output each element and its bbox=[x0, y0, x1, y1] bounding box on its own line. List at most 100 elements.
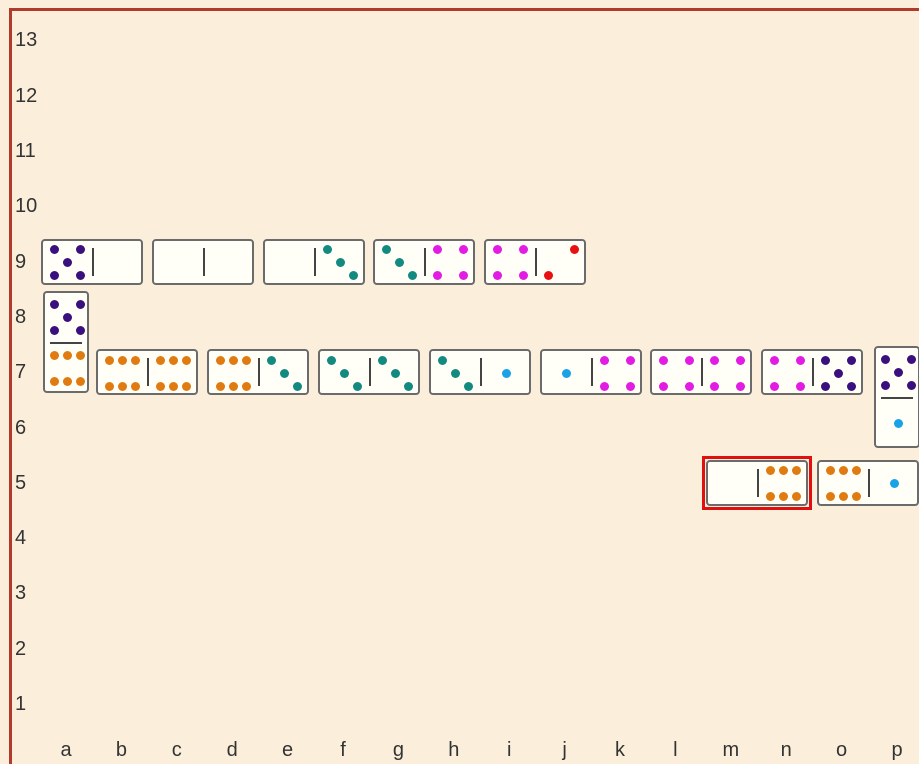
domino-l7-m7[interactable] bbox=[650, 349, 752, 395]
domino-half-3-pips bbox=[320, 351, 371, 397]
pip-dot bbox=[600, 356, 609, 365]
row-label: 5 bbox=[15, 473, 26, 493]
pip-dot bbox=[327, 356, 336, 365]
column-label: c bbox=[162, 740, 192, 760]
pip-dot bbox=[562, 369, 571, 378]
domino-half-0-pips bbox=[265, 241, 316, 287]
domino-half-6-pips bbox=[45, 344, 91, 395]
pip-dot bbox=[323, 245, 332, 254]
pip-dot bbox=[852, 466, 861, 475]
pip-dot bbox=[821, 356, 830, 365]
column-label: a bbox=[51, 740, 81, 760]
column-label: l bbox=[660, 740, 690, 760]
row-label: 11 bbox=[15, 141, 36, 161]
column-label: f bbox=[328, 740, 358, 760]
row-label: 6 bbox=[15, 418, 26, 438]
pip-dot bbox=[600, 382, 609, 391]
pip-dot bbox=[293, 382, 302, 391]
pip-dot bbox=[340, 369, 349, 378]
pip-dot bbox=[459, 271, 468, 280]
pip-dot bbox=[710, 382, 719, 391]
domino-half-3-pips bbox=[431, 351, 482, 397]
pip-dot bbox=[378, 356, 387, 365]
pip-dot bbox=[50, 271, 59, 280]
pip-dot bbox=[131, 382, 140, 391]
board-frame-top bbox=[9, 8, 919, 11]
domino-half-3-pips bbox=[371, 351, 422, 397]
column-label: k bbox=[605, 740, 635, 760]
pip-dot bbox=[685, 382, 694, 391]
domino-f7-g7[interactable] bbox=[318, 349, 420, 395]
pip-dot bbox=[242, 382, 251, 391]
domino-half-4-pips bbox=[486, 241, 537, 287]
pip-dot bbox=[626, 356, 635, 365]
pip-dot bbox=[834, 369, 843, 378]
pip-dot bbox=[894, 419, 903, 428]
pip-dot bbox=[736, 356, 745, 365]
pip-dot bbox=[839, 466, 848, 475]
domino-n7-o7[interactable] bbox=[761, 349, 863, 395]
pip-dot bbox=[63, 258, 72, 267]
pip-dot bbox=[907, 355, 916, 364]
pip-dot bbox=[169, 382, 178, 391]
pip-dot bbox=[63, 351, 72, 360]
pip-dot bbox=[336, 258, 345, 267]
pip-dot bbox=[770, 382, 779, 391]
domino-half-1-pips bbox=[876, 399, 919, 450]
pip-dot bbox=[626, 382, 635, 391]
domino-p7-p6[interactable] bbox=[874, 346, 919, 448]
pip-dot bbox=[821, 382, 830, 391]
pip-dot bbox=[770, 356, 779, 365]
domino-half-5-pips bbox=[876, 348, 919, 399]
domino-h7-i7[interactable] bbox=[429, 349, 531, 395]
pip-dot bbox=[216, 356, 225, 365]
pip-dot bbox=[570, 245, 579, 254]
pip-dot bbox=[76, 271, 85, 280]
domino-b7-c7[interactable] bbox=[96, 349, 198, 395]
pip-dot bbox=[464, 382, 473, 391]
domino-d7-e7[interactable] bbox=[207, 349, 309, 395]
column-label: n bbox=[771, 740, 801, 760]
domino-j7-k7[interactable] bbox=[540, 349, 642, 395]
domino-half-3-pips bbox=[375, 241, 426, 287]
pip-dot bbox=[796, 382, 805, 391]
domino-o5-p5[interactable] bbox=[817, 460, 919, 506]
column-label: m bbox=[716, 740, 746, 760]
column-label: g bbox=[383, 740, 413, 760]
pip-dot bbox=[156, 356, 165, 365]
domino-e9-f9[interactable] bbox=[263, 239, 365, 285]
domino-c9-d9[interactable] bbox=[152, 239, 254, 285]
pip-dot bbox=[710, 356, 719, 365]
pip-dot bbox=[433, 271, 442, 280]
pip-dot bbox=[826, 466, 835, 475]
row-label: 3 bbox=[15, 583, 26, 603]
column-label: j bbox=[550, 740, 580, 760]
row-label: 10 bbox=[15, 196, 37, 216]
domino-half-4-pips bbox=[426, 241, 477, 287]
pip-dot bbox=[391, 369, 400, 378]
domino-half-5-pips bbox=[43, 241, 94, 287]
domino-a8-a7[interactable] bbox=[43, 291, 89, 393]
domino-half-6-pips bbox=[209, 351, 260, 397]
domino-half-4-pips bbox=[703, 351, 754, 397]
domino-g9-h9[interactable] bbox=[373, 239, 475, 285]
pip-dot bbox=[459, 245, 468, 254]
pip-dot bbox=[353, 382, 362, 391]
pip-dot bbox=[519, 245, 528, 254]
pip-dot bbox=[50, 351, 59, 360]
selection-highlight bbox=[702, 456, 812, 510]
domino-half-6-pips bbox=[98, 351, 149, 397]
column-label: e bbox=[273, 740, 303, 760]
domino-i9-j9[interactable] bbox=[484, 239, 586, 285]
domino-a9-b9[interactable] bbox=[41, 239, 143, 285]
pip-dot bbox=[131, 356, 140, 365]
pip-dot bbox=[736, 382, 745, 391]
domino-half-2-pips bbox=[537, 241, 588, 287]
pip-dot bbox=[105, 382, 114, 391]
column-label: o bbox=[827, 740, 857, 760]
pip-dot bbox=[907, 381, 916, 390]
row-label: 12 bbox=[15, 86, 37, 106]
pip-dot bbox=[182, 356, 191, 365]
row-label: 4 bbox=[15, 528, 26, 548]
